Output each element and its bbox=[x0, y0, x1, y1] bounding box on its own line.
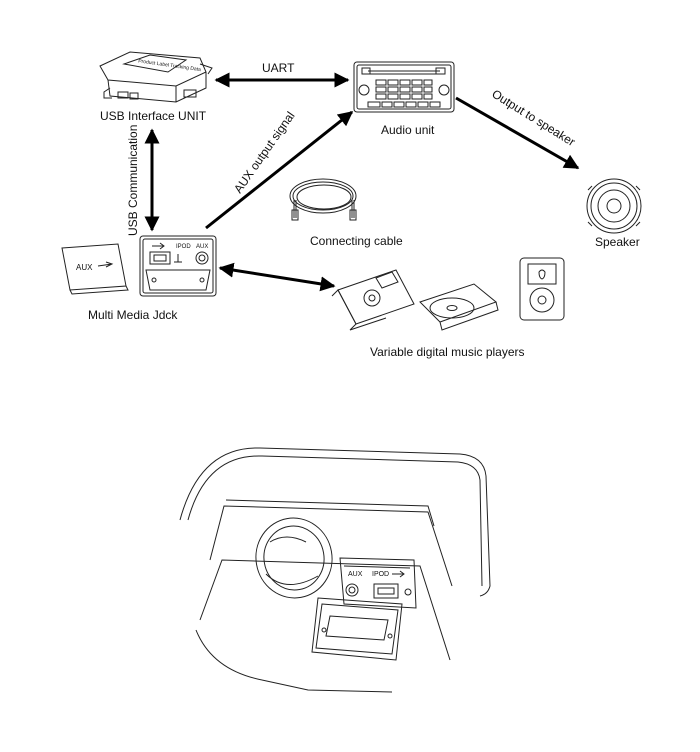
players-link-arrow bbox=[218, 262, 336, 292]
console-jack-aux-marking: AUX bbox=[348, 571, 363, 578]
usb-interface-unit-label: USB Interface UNIT bbox=[100, 109, 207, 123]
usb-interface-unit-drawing: Product Label Tracking Data bbox=[99, 51, 213, 103]
jack-aux-marking: AUX bbox=[196, 244, 208, 250]
speaker-output-arrow bbox=[455, 96, 580, 170]
audio-unit-label: Audio unit bbox=[381, 123, 435, 137]
uart-label: UART bbox=[262, 61, 295, 75]
connecting-cable-label: Connecting cable bbox=[310, 234, 403, 248]
jack-cover-aux-marking: AUX bbox=[76, 263, 93, 272]
audio-unit-drawing bbox=[353, 61, 455, 113]
console-illustration: AUX IPOD bbox=[179, 447, 491, 693]
speaker-label: Speaker bbox=[595, 235, 640, 249]
music-players-label: Variable digital music players bbox=[370, 345, 525, 359]
output-to-speaker-label: Output to speaker bbox=[489, 87, 577, 149]
jack-cover-drawing: AUX bbox=[61, 243, 129, 295]
usb-communication-label: USB Communication bbox=[126, 125, 140, 236]
music-players-drawing bbox=[331, 257, 565, 331]
speaker-drawing bbox=[586, 178, 642, 234]
multimedia-jack-drawing: IPOD AUX bbox=[139, 235, 217, 297]
multimedia-jack-label: Multi Media Jdck bbox=[88, 308, 178, 322]
aux-output-arrow bbox=[205, 110, 354, 230]
console-jack-ipod-marking: IPOD bbox=[372, 571, 389, 578]
connecting-cable-drawing bbox=[289, 178, 357, 221]
jack-ipod-marking: IPOD bbox=[176, 244, 191, 250]
